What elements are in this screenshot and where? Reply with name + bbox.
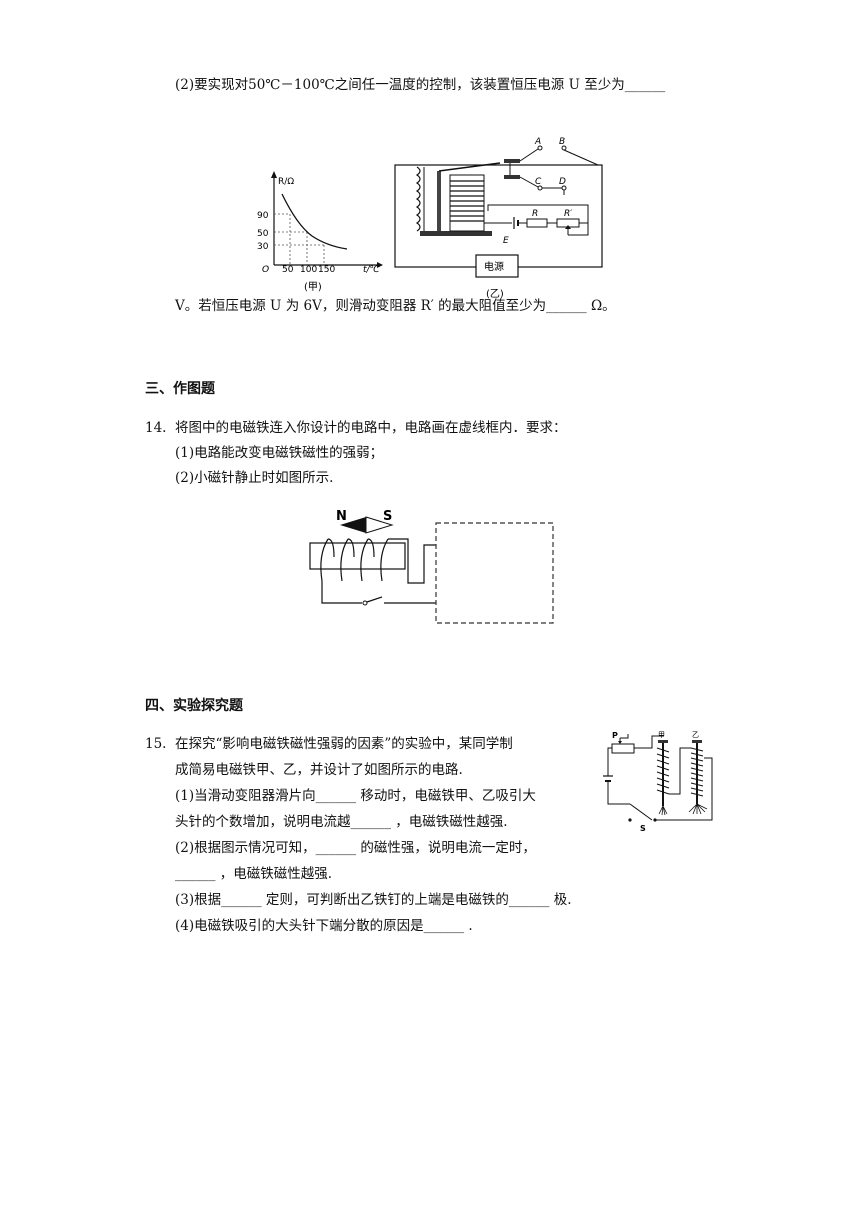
q13-part2-line2: V。若恒压电源 U 为 6V，则滑动变阻器 R′ 的最大阻值至少为______ … — [175, 298, 616, 314]
yi-label-b: B — [559, 137, 565, 147]
yi-caption: (乙) — [486, 288, 504, 300]
jia-origin: O — [262, 265, 269, 275]
q15-part3: (3)根据______ 定则，可判断出乙铁钉的上端是电磁铁的______ 极. — [175, 892, 572, 908]
q15-part1-line2: 头针的个数增加，说明电流越______ ，电磁铁磁性越强. — [175, 814, 508, 830]
q15-part2-line2: ______ ，电磁铁磁性越强. — [175, 866, 333, 882]
q13-part2-line1: (2)要实现对50℃－100℃之间任一温度的控制，该装置恒压电源 U 至少为__… — [175, 77, 666, 93]
jia-x-tick: 100 — [300, 265, 317, 275]
q15-stem-line1: 在探究“影响电磁铁磁性强弱的因素”的实验中，某同学制 — [175, 736, 513, 752]
switch — [366, 596, 383, 603]
q14-electromagnet-figure: N S — [309, 509, 554, 624]
compass-south-label: S — [383, 509, 392, 524]
compass-north-label: N — [336, 509, 347, 524]
jia-y-tick: 50 — [257, 229, 269, 239]
yi-label-a: A — [534, 137, 541, 147]
q15-part2-line1: (2)根据图示情况可知，______ 的磁性强，说明电流一定时， — [175, 840, 536, 856]
compass-needle-south-icon — [365, 516, 394, 534]
circuit-drawing-box[interactable] — [435, 522, 554, 624]
q15-number: 15. — [145, 736, 167, 752]
q14-stem: 将图中的电磁铁连入你设计的电路中，电路画在虚线框内．要求： — [175, 420, 567, 436]
jia-x-axis-label: t/℃ — [363, 265, 381, 275]
q15-label-p: P — [612, 731, 618, 740]
section-title-experiment: 四、实验探究题 — [145, 698, 243, 714]
q15-stem-line2: 成简易电磁铁甲、乙，并设计了如图所示的电路. — [175, 762, 463, 778]
jia-y-axis-label: R/Ω — [278, 177, 294, 187]
jia-y-tick: 90 — [257, 211, 269, 221]
q14-number: 14. — [145, 420, 167, 436]
q13-figure-yi-circuit: A B C D R R′ E 电源 (乙) — [394, 137, 603, 300]
iron-core — [309, 542, 406, 570]
yi-power-label: 电源 — [484, 260, 504, 273]
q14-requirement-2: (2)小磁针静止时如图所示. — [175, 470, 334, 486]
q15-part1-line1: (1)当滑动变阻器滑片向______ 移动时，电磁铁甲、乙吸引大 — [175, 788, 536, 804]
section-title-drawing: 三、作图题 — [145, 381, 215, 397]
jia-caption: (甲) — [304, 282, 322, 293]
yi-label-d: D — [559, 177, 566, 187]
q15-label-jia: 甲 — [658, 731, 665, 739]
yi-label-r: R — [532, 209, 538, 219]
jia-y-tick: 30 — [257, 242, 269, 252]
q15-part4: (4)电磁铁吸引的大头针下端分散的原因是______ . — [175, 918, 473, 934]
q13-figure-jia-graph: R/Ω t/℃ 90 50 30 O 50 100 150 (甲) — [257, 171, 383, 293]
q15-circuit-figure: P S 甲 乙 — [603, 731, 713, 833]
yi-label-e: E — [503, 236, 509, 246]
jia-x-tick: 50 — [282, 265, 294, 275]
q15-label-yi: 乙 — [692, 731, 699, 739]
compass-needle-north-icon — [340, 517, 366, 533]
jia-x-tick: 150 — [318, 265, 335, 275]
yi-label-r-prime: R′ — [564, 209, 572, 219]
q14-requirement-1: (1)电路能改变电磁铁磁性的强弱； — [175, 445, 384, 461]
yi-label-c: C — [535, 177, 542, 187]
q15-label-s: S — [640, 824, 646, 833]
